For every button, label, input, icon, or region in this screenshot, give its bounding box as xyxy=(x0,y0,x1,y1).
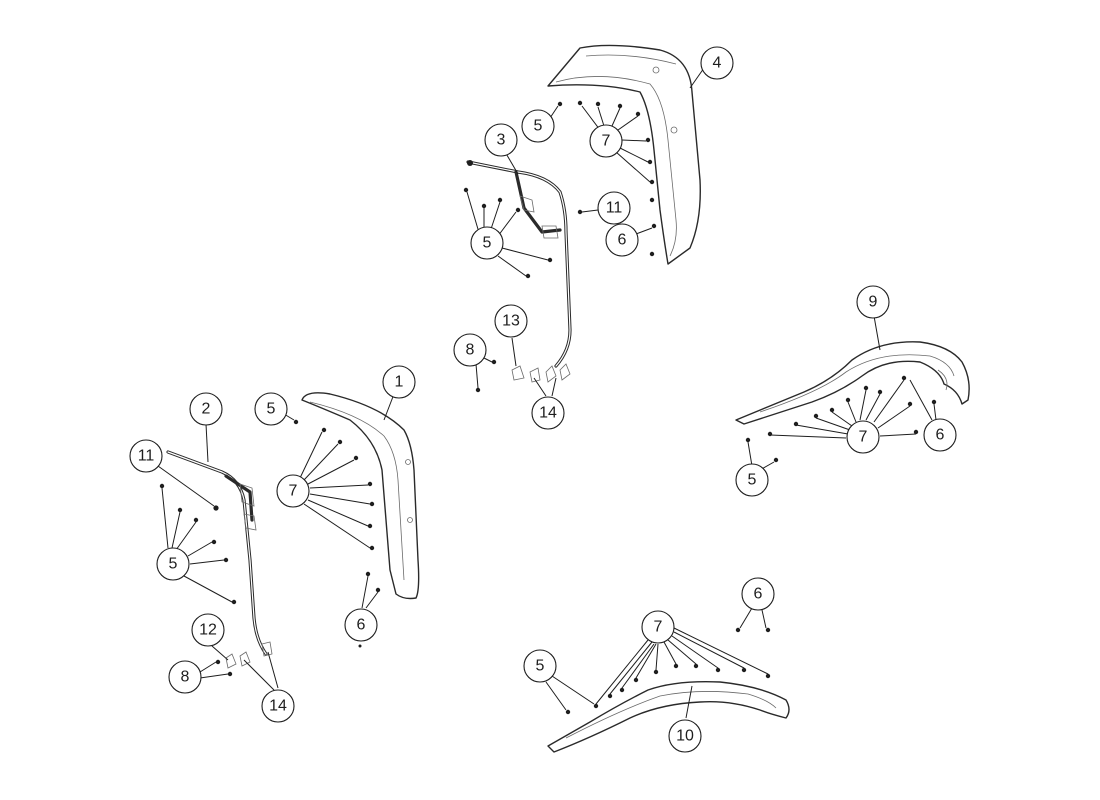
callout-6[interactable]: 6 xyxy=(605,223,639,257)
rear-bracket-left-part[interactable] xyxy=(466,160,572,368)
callout-12[interactable]: 12 xyxy=(191,613,225,647)
callout-10-label: 10 xyxy=(676,728,694,745)
callout-7-label: 7 xyxy=(654,619,663,636)
callout-5[interactable]: 5 xyxy=(254,392,288,426)
callout-3[interactable]: 3 xyxy=(484,123,518,157)
callout-2[interactable]: 2 xyxy=(189,392,223,426)
callout-14-label: 14 xyxy=(539,405,557,422)
callout-7[interactable]: 7 xyxy=(589,124,623,158)
callout-6-label: 6 xyxy=(936,427,945,444)
callout-6[interactable]: 6 xyxy=(344,608,378,642)
callout-5-label: 5 xyxy=(534,118,543,135)
callout-9[interactable]: 9 xyxy=(856,285,890,319)
front-fender-left-part[interactable] xyxy=(301,392,420,600)
callout-12-label: 12 xyxy=(199,622,217,639)
callout-7[interactable]: 7 xyxy=(276,474,310,508)
callout-6-label: 6 xyxy=(618,232,627,249)
callout-7-label: 7 xyxy=(602,133,611,150)
callout-14[interactable]: 14 xyxy=(531,396,565,430)
callout-5-label: 5 xyxy=(536,658,545,675)
callout-5[interactable]: 5 xyxy=(156,547,190,581)
callout-14[interactable]: 14 xyxy=(261,689,295,723)
callout-2-label: 2 xyxy=(202,401,211,418)
callout-5[interactable]: 5 xyxy=(470,226,504,260)
leader-lines xyxy=(157,67,937,719)
callout-4-label: 4 xyxy=(713,55,722,72)
callout-7-label: 7 xyxy=(859,429,868,446)
rear-fender-left-part[interactable] xyxy=(547,44,701,265)
callout-5-label: 5 xyxy=(169,556,178,573)
callout-11[interactable]: 11 xyxy=(597,191,631,225)
callout-11-label: 11 xyxy=(606,200,623,217)
callout-8[interactable]: 8 xyxy=(168,660,202,694)
callout-5-label: 5 xyxy=(483,235,492,252)
callout-13-label: 13 xyxy=(502,313,520,330)
callout-7-label: 7 xyxy=(289,483,298,500)
callout-6[interactable]: 6 xyxy=(741,577,775,611)
callout-5-label: 5 xyxy=(267,401,276,418)
callout-14-label: 14 xyxy=(269,698,287,715)
callout-13[interactable]: 13 xyxy=(494,304,528,338)
callout-6-label: 6 xyxy=(754,586,763,603)
callout-1-label: 1 xyxy=(395,374,404,391)
callout-5[interactable]: 5 xyxy=(523,649,557,683)
callout-7[interactable]: 7 xyxy=(641,610,675,644)
front-fender-right-part[interactable] xyxy=(547,681,790,753)
callout-6-label: 6 xyxy=(357,617,366,634)
callout-3-label: 3 xyxy=(497,132,506,149)
callout-8-label: 8 xyxy=(466,342,475,359)
callout-8-label: 8 xyxy=(181,669,190,686)
fasteners xyxy=(159,100,937,715)
callout-8[interactable]: 8 xyxy=(453,333,487,367)
front-bracket-left-part[interactable] xyxy=(166,450,268,656)
callout-11-label: 11 xyxy=(138,448,155,465)
callout-9-label: 9 xyxy=(869,294,878,311)
callout-11[interactable]: 11 xyxy=(129,439,163,473)
callout-6[interactable]: 6 xyxy=(923,418,957,452)
rear-fender-right-part[interactable] xyxy=(735,341,970,425)
callout-5[interactable]: 5 xyxy=(735,463,769,497)
callout-7[interactable]: 7 xyxy=(846,420,880,454)
callout-4[interactable]: 4 xyxy=(700,46,734,80)
callout-5[interactable]: 5 xyxy=(521,109,555,143)
callout-5-label: 5 xyxy=(748,472,757,489)
callout-1[interactable]: 1 xyxy=(382,365,416,399)
callouts: 1 2 3 4 5 5 5 5 5 5 5 6 6 6 6 7 7 7 7 7 … xyxy=(129,46,957,753)
callout-10[interactable]: 10 xyxy=(668,719,702,753)
